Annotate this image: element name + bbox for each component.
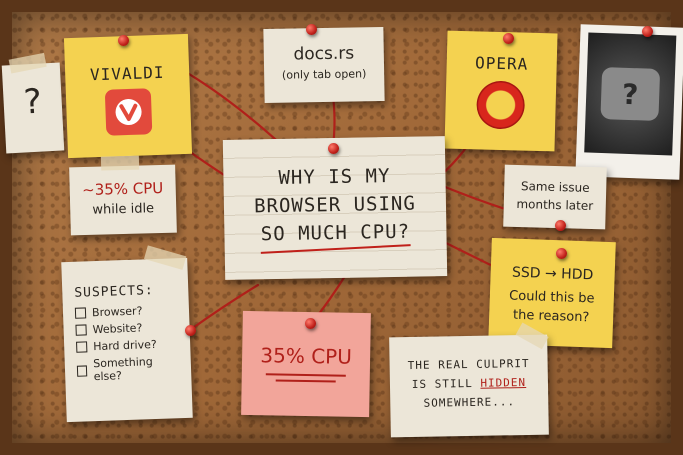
question-note-left: ? [1,52,65,154]
photo-image: ? [584,32,677,156]
culprit-hidden-word: HIDDEN [480,376,527,390]
puzzle-question-mark: ? [621,77,639,111]
opera-note: OPERA [444,30,558,152]
pin-center [328,143,339,154]
pin-vivaldi [118,35,129,46]
checkbox-icon [76,341,88,353]
cpu-idle-label: while idle [92,201,155,218]
same-issue-note: Same issue months later [503,164,607,230]
center-line-1: WHY IS MY [278,165,391,189]
string-suspects [188,283,260,332]
pin-photo [642,26,653,37]
puzzle-piece-icon: ? [600,67,661,122]
checkbox-icon [75,324,87,336]
docs-note: docs.rs (only tab open) [263,26,385,104]
ssd-note: SSD → HDD Could this be the reason? [488,237,616,349]
culprit-note: THE REAL CULPRIT IS STILL HIDDEN SOMEWHE… [389,322,549,438]
cpu-pink-underline-2 [275,379,336,383]
culprit-line-1: THE REAL CULPRIT [407,356,530,373]
question-mark: ? [22,81,43,123]
docs-subtitle: (only tab open) [281,67,367,82]
center-question-card: WHY IS MY BROWSER USING SO MUCH CPU? [222,136,448,280]
vivaldi-logo-icon [104,88,153,136]
suspects-note: SUSPECTS: Browser? Website? Hard drive? … [61,245,193,423]
suspects-title: SUSPECTS: [74,283,155,301]
culprit-line-3: SOMEWHERE... [423,395,516,410]
docs-title: docs.rs [293,43,355,65]
ssd-line-1: SSD → HDD [511,264,594,284]
ssd-line-3: the reason? [512,307,590,326]
suspect-item: Website? [75,320,177,337]
suspect-item: Hard drive? [76,337,178,354]
pin-opera [503,33,514,44]
same-issue-line-2: months later [516,196,594,213]
center-line-3: SO MUCH CPU? [260,220,411,246]
suspect-item: Something else? [76,354,180,384]
checkbox-icon [76,364,88,377]
cpu-idle-value: ~35% CPU [81,178,164,200]
same-issue-line-1: Same issue [520,179,590,195]
center-line-2: BROWSER USING [253,192,416,218]
cpu-idle-note: ~35% CPU while idle [69,155,177,236]
suspect-item: Browser? [74,303,177,320]
pin-suspects [185,325,196,336]
vivaldi-note: VIVALDI [63,33,193,159]
cpu-pink-underline [265,373,346,377]
opera-logo-icon [476,80,526,130]
pin-cpu-pink [305,318,316,329]
vivaldi-title: VIVALDI [89,62,165,85]
ssd-line-2: Could this be [508,288,595,307]
cpu-pink-value: 35% CPU [260,343,353,369]
pin-same-issue [555,220,566,231]
puzzle-photo: ? [575,24,683,180]
culprit-line-2a: IS STILL [411,376,481,391]
culprit-line-2: IS STILL HIDDEN [390,376,548,392]
pin-docs [306,24,317,35]
center-underline [260,244,411,254]
opera-title: OPERA [474,53,529,74]
pin-ssd [556,248,567,259]
checkbox-icon [74,307,87,319]
